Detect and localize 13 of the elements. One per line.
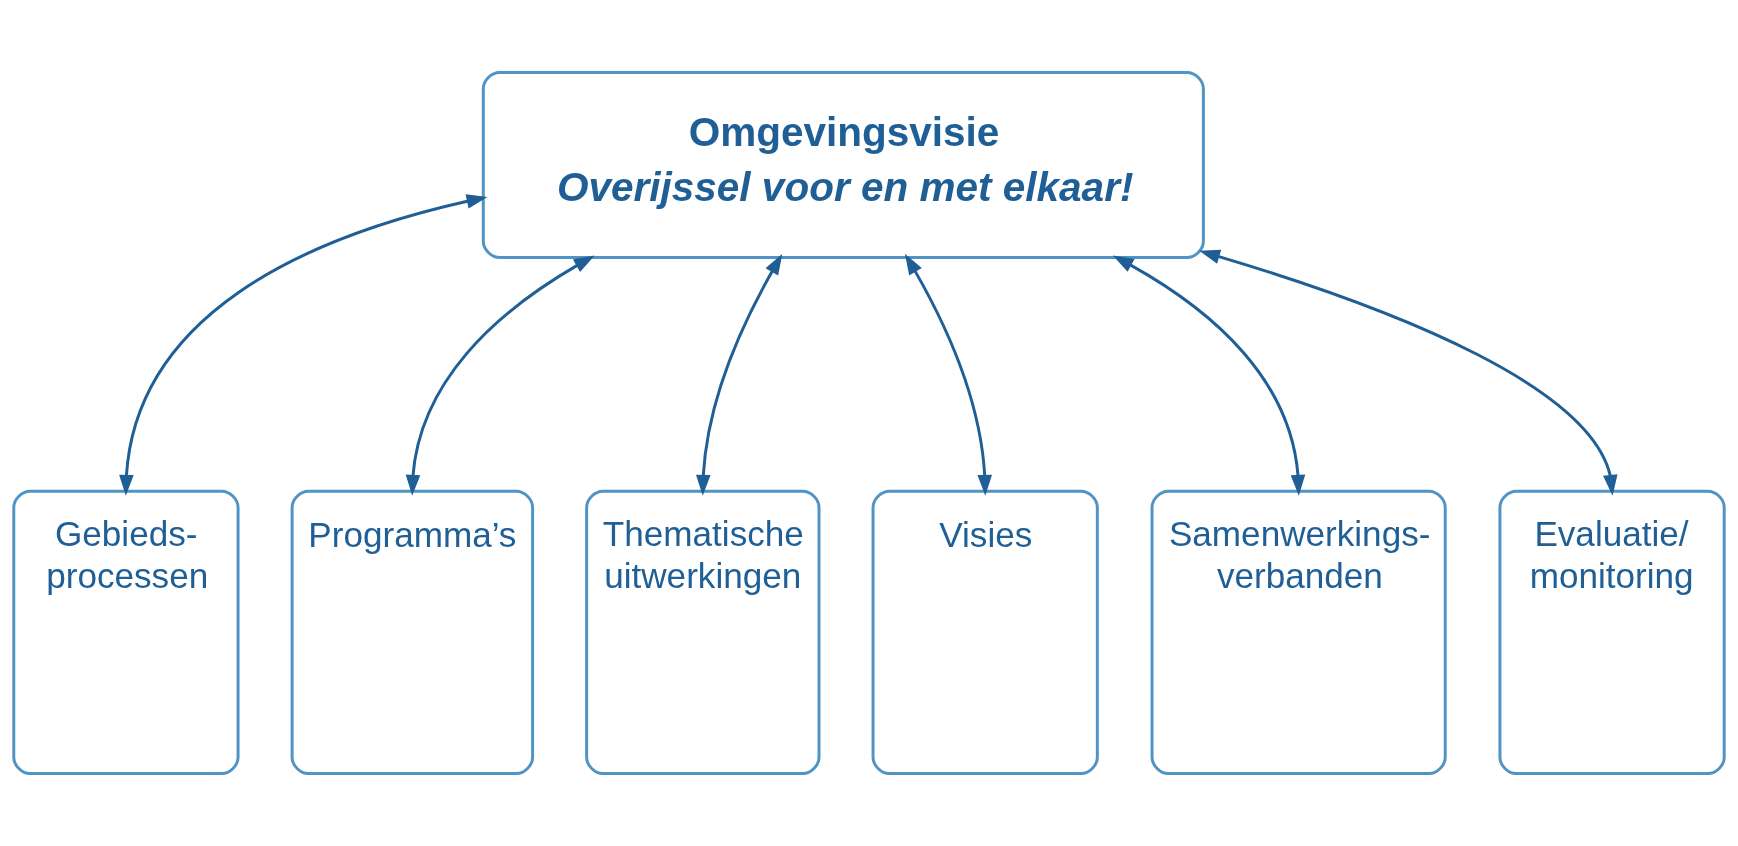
node-box: Programma’s [290, 489, 535, 776]
node-box: Samenwerkings- verbanden [1150, 489, 1447, 776]
arrow [1112, 255, 1306, 496]
node-box: Omgevingsvisie Overijssel voor en met elkaar! [481, 70, 1205, 259]
node-box: Thematische uitwerkingen [585, 489, 821, 776]
arrow [696, 253, 783, 496]
arrow [904, 253, 992, 496]
node-box: Evaluatie/ monitoring [1498, 489, 1726, 776]
arrow [405, 255, 595, 496]
node-box: Gebieds- processen [12, 489, 240, 776]
node-box: Visies [871, 489, 1099, 776]
arrow [1199, 249, 1618, 496]
arrow [119, 194, 488, 496]
